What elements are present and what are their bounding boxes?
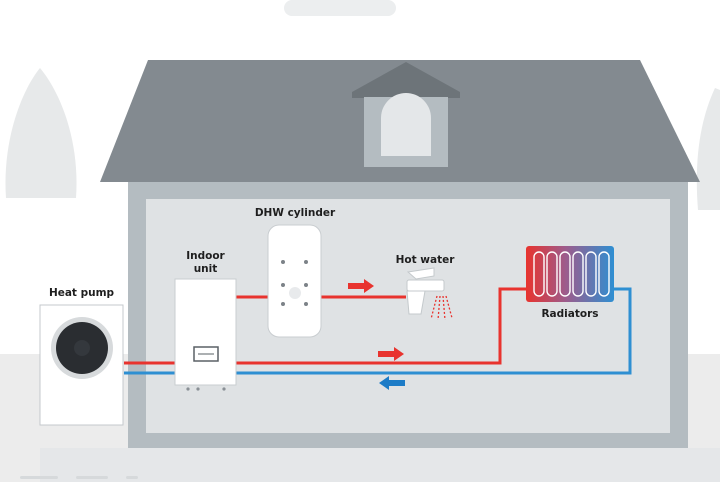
hot-water-spray [430,295,453,321]
flow-arrow-icon [348,279,405,390]
dormer-window [352,62,460,167]
faint-caption-marks [20,476,138,479]
floor [40,448,720,482]
radiators-label: Radiators [541,308,599,320]
dhw-cylinder [267,224,322,338]
dhw-cylinder-label: DHW cylinder [254,207,336,219]
heat-pump-label: Heat pump [48,287,115,299]
cold-return-pipe [124,287,632,375]
arrow-to-tap [348,279,374,293]
hot-flow-pipe [124,287,528,365]
tree-left [5,68,77,198]
pipes [124,287,632,375]
indoor-unit-label: Indoor unit [175,250,236,276]
faucet-icon [406,267,453,321]
top-tab-shape [284,0,396,16]
indoor-unit-label-line2: unit [193,263,218,275]
arrow-return-left [379,376,405,390]
indoor-unit-label-line1: Indoor [186,250,225,262]
indoor-unit [174,278,237,391]
heat-pump [39,304,124,426]
arrow-flow-right [378,347,404,361]
radiator-icon [526,246,614,302]
hot-water-label: Hot water [395,254,455,266]
tree-right [696,88,720,210]
